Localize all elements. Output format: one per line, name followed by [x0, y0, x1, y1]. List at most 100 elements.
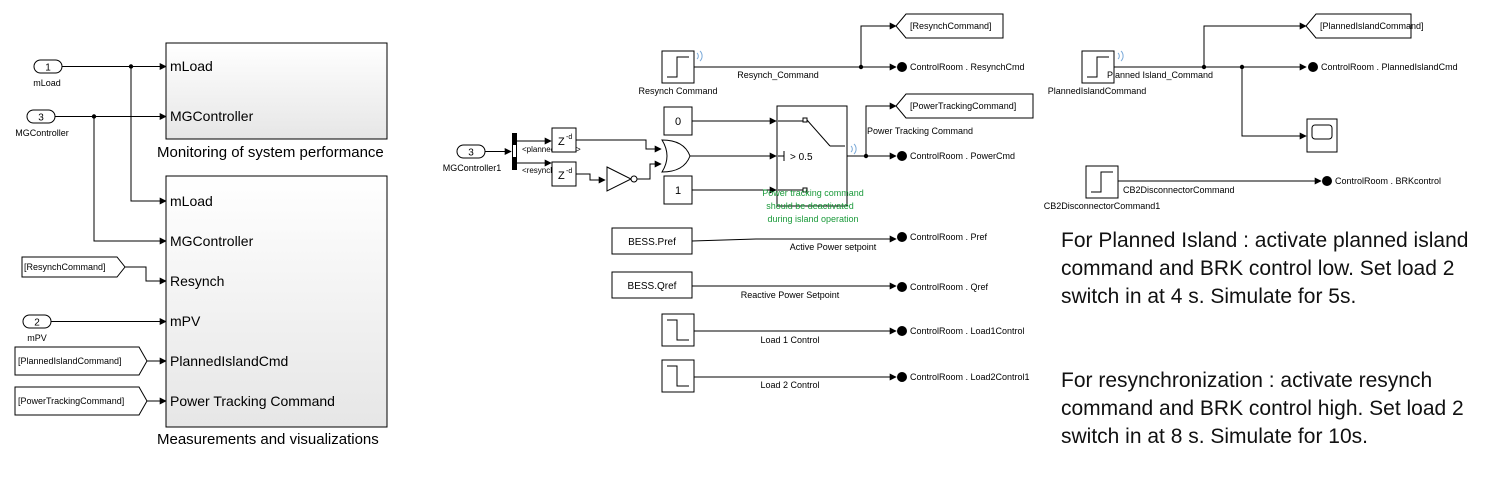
- bus-resynch-label: <resynch>: [522, 166, 560, 175]
- from-resynch-command[interactable]: [ResynchCommand]: [21, 256, 126, 278]
- monitoring-subsystem[interactable]: mLoad MGController: [165, 42, 388, 140]
- wire-planned-scope: [1241, 67, 1307, 140]
- output-brk-control[interactable]: ControlRoom . BRKcontrol: [1322, 176, 1441, 186]
- switch-threshold: > 0.5: [790, 152, 813, 163]
- output-power-cmd-label: ControlRoom . PowerCmd: [910, 151, 1015, 161]
- from-planned-island-command[interactable]: [PlannedIslandCommand]: [14, 346, 148, 376]
- inport-mload-name: mLoad: [33, 78, 61, 88]
- output-qref-label: ControlRoom . Qref: [910, 282, 989, 292]
- planned-island-signal-label: Planned Island_Command: [1107, 70, 1213, 80]
- switch-note-line-1: Power tracking command: [762, 188, 864, 198]
- cb2-signal-label: CB2DisconnectorCommand: [1123, 185, 1235, 195]
- monitoring-port-mgcontroller: MGController: [170, 108, 254, 124]
- switch-note-line-2: should be deactivated: [766, 201, 854, 211]
- output-resynch-cmd-label: ControlRoom . ResynchCmd: [910, 62, 1025, 72]
- goto-power-tracking-command[interactable]: [PowerTrackingCommand]: [895, 93, 1034, 119]
- bess-pref-label: BESS.Pref: [628, 237, 676, 248]
- output-pref[interactable]: ControlRoom . Pref: [897, 232, 988, 242]
- switch-block[interactable]: > 0.5: [776, 105, 848, 207]
- monitoring-subsystem-title: Monitoring of system performance: [157, 144, 384, 161]
- goto-resynch-command[interactable]: [ResynchCommand]: [895, 13, 1004, 39]
- power-tracking-signal-label: Power Tracking Command: [867, 126, 973, 136]
- from-power-tracking-command[interactable]: [PowerTrackingCommand]: [14, 386, 148, 416]
- load1-step-block[interactable]: [661, 313, 695, 347]
- constant-one[interactable]: 1: [663, 175, 693, 205]
- delay-z: Z: [558, 136, 565, 148]
- wire-not-or: [637, 160, 662, 180]
- wire-delay-or: [576, 139, 662, 153]
- inport-mgcontroller-name: MGController: [15, 128, 69, 138]
- inport-mpv-name: mPV: [27, 333, 47, 343]
- active-power-label: Active Power setpoint: [790, 242, 877, 252]
- resynch-command-step[interactable]: Resynch Command: [638, 50, 718, 96]
- delay-z: Z: [558, 170, 565, 182]
- wire-junction: [1239, 64, 1245, 70]
- wire-mgc-measurements: [93, 116, 167, 245]
- inport-mpv[interactable]: 2 mPV: [22, 314, 52, 343]
- bess-pref-block[interactable]: BESS.Pref: [611, 227, 693, 255]
- wire-junction: [91, 114, 97, 119]
- load1-control-label: Load 1 Control: [760, 335, 819, 345]
- inport-mgcontroller1-name: MGController1: [443, 163, 502, 173]
- cb2-step-block[interactable]: CB2DisconnectorCommand1: [1044, 165, 1161, 211]
- constant-zero-value: 0: [675, 116, 681, 128]
- switch-note: Power tracking command should be deactiv…: [762, 188, 864, 224]
- wifi-icon: [696, 50, 703, 62]
- delay-exp: -d: [566, 168, 572, 175]
- delay-exp: -d: [566, 134, 572, 141]
- wifi-icon: [850, 143, 857, 155]
- switch-note-line-3: during island operation: [767, 214, 858, 224]
- measurements-port-mpv: mPV: [170, 313, 201, 329]
- measurements-port-powertracking: Power Tracking Command: [170, 393, 335, 409]
- delay-block-planned[interactable]: Z -d: [551, 127, 577, 153]
- measurements-subsystem-title: Measurements and visualizations: [157, 431, 379, 448]
- not-gate[interactable]: [606, 166, 638, 192]
- measurements-subsystem[interactable]: mLoad MGController Resynch mPV PlannedIs…: [165, 175, 388, 428]
- load2-step-block[interactable]: [661, 359, 695, 393]
- inport-mgcontroller[interactable]: 3 MGController: [15, 109, 69, 138]
- planned-island-step-block[interactable]: PlannedIslandCommand: [1048, 50, 1147, 96]
- goto-planned-island-command[interactable]: [PlannedIslandCommand]: [1305, 13, 1424, 39]
- constant-one-value: 1: [675, 185, 681, 197]
- output-planned-island-cmd[interactable]: ControlRoom . PlannedIslandCmd: [1308, 62, 1458, 72]
- output-pref-label: ControlRoom . Pref: [910, 232, 988, 242]
- constant-zero[interactable]: 0: [663, 106, 693, 136]
- load2-control-label: Load 2 Control: [760, 380, 819, 390]
- output-power-cmd[interactable]: ControlRoom . PowerCmd: [897, 151, 1015, 161]
- output-qref[interactable]: ControlRoom . Qref: [897, 282, 989, 292]
- inport-mgcontroller1[interactable]: 3 MGController1: [443, 144, 502, 173]
- from-planned-island-label: [PlannedIslandCommand]: [18, 356, 122, 366]
- wire-resynch-measurements: [125, 266, 167, 285]
- output-resynch-cmd[interactable]: ControlRoom . ResynchCmd: [897, 62, 1025, 72]
- bus-selector[interactable]: [512, 133, 517, 170]
- wire-junction: [858, 64, 864, 70]
- goto-power-tracking-label: [PowerTrackingCommand]: [910, 101, 1016, 111]
- goto-planned-island-label: [PlannedIslandCommand]: [1320, 21, 1424, 31]
- measurements-port-mload: mLoad: [170, 193, 213, 209]
- inport-mload[interactable]: 1 mLoad: [33, 59, 63, 88]
- output-load1[interactable]: ControlRoom . Load1Control: [897, 326, 1025, 336]
- cb2-block-name: CB2DisconnectorCommand1: [1044, 201, 1161, 211]
- scope-icon[interactable]: [1306, 118, 1338, 153]
- inport-mload-number: 1: [45, 63, 51, 74]
- output-planned-island-cmd-label: ControlRoom . PlannedIslandCmd: [1321, 62, 1458, 72]
- wire-pref-output: [691, 235, 897, 243]
- measurements-port-resynch: Resynch: [170, 273, 224, 289]
- output-brk-control-label: ControlRoom . BRKcontrol: [1335, 176, 1441, 186]
- wifi-icon: [1117, 50, 1124, 62]
- output-load2[interactable]: ControlRoom . Load2Control1: [897, 372, 1030, 382]
- or-gate[interactable]: [661, 139, 691, 173]
- bess-qref-block[interactable]: BESS.Qref: [611, 271, 693, 299]
- bess-qref-label: BESS.Qref: [628, 281, 677, 292]
- resynch-command-name: Resynch Command: [638, 86, 717, 96]
- monitoring-port-mload: mLoad: [170, 58, 213, 74]
- wire-planned-goto: [1203, 22, 1307, 67]
- wire-junction: [863, 153, 869, 159]
- delay-block-resynch[interactable]: Z -d: [551, 161, 577, 187]
- inport-mgcontroller-number: 3: [38, 113, 44, 124]
- wire-resynch-goto: [860, 22, 897, 67]
- reactive-power-label: Reactive Power Setpoint: [741, 290, 840, 300]
- wire-junction: [1201, 64, 1207, 70]
- output-load1-label: ControlRoom . Load1Control: [910, 326, 1025, 336]
